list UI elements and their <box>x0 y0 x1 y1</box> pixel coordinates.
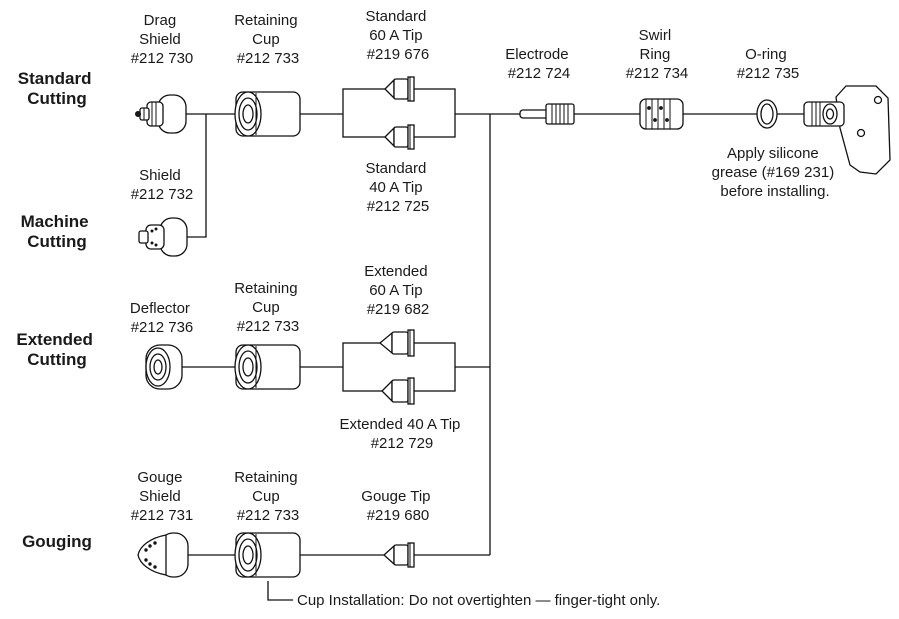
retaining-cup-gouging-part <box>234 532 301 578</box>
label-extended-60a-tip: Extended 60 A Tip #219 682 <box>364 263 432 318</box>
section-gouging: Gouging <box>22 532 92 551</box>
o-ring-part <box>756 99 778 129</box>
label-retaining-cup-extended: Retaining Cup #212 733 <box>234 280 302 335</box>
label-gouge-shield: Gouge Shield #212 731 <box>131 469 194 524</box>
label-retaining-cup-standard: Retaining Cup #212 733 <box>234 12 302 67</box>
drag-shield-part <box>135 94 187 134</box>
label-deflector: Deflector #212 736 <box>130 300 194 336</box>
extended-40a-tip-part <box>381 377 415 405</box>
section-extended-cutting: Extended Cutting <box>16 330 97 369</box>
label-retaining-cup-gouging: Retaining Cup #212 733 <box>234 469 302 524</box>
deflector-part <box>145 344 183 390</box>
label-electrode: Electrode #212 724 <box>505 46 573 82</box>
label-shield: Shield #212 732 <box>131 167 194 203</box>
cup-installation-note: Cup Installation: Do not overtighten — f… <box>297 592 660 609</box>
label-o-ring: O-ring #212 735 <box>737 46 800 82</box>
standard-60a-tip-part <box>384 76 415 102</box>
label-standard-40a-tip: Standard 40 A Tip #212 725 <box>365 160 430 215</box>
gouge-tip-part <box>383 542 415 568</box>
grease-note: Apply silicone grease (#169 231) before … <box>712 145 839 200</box>
standard-40a-tip-part <box>384 124 415 150</box>
extended-60a-tip-part <box>378 329 415 357</box>
torch-head-part <box>803 85 891 175</box>
label-gouge-tip: Gouge Tip #219 680 <box>361 488 434 524</box>
gouge-shield-part <box>137 532 189 578</box>
retaining-cup-standard-part <box>234 91 301 137</box>
swirl-ring-part <box>639 98 684 130</box>
connector-lines <box>182 88 805 601</box>
label-drag-shield: Drag Shield #212 730 <box>131 12 194 67</box>
shield-part <box>138 217 188 257</box>
section-standard-cutting: Standard Cutting <box>18 69 96 108</box>
electrode-part <box>519 103 575 125</box>
label-extended-40a-tip: Extended 40 A Tip #212 729 <box>339 416 464 452</box>
label-standard-60a-tip: Standard 60 A Tip #219 676 <box>365 8 430 63</box>
label-swirl-ring: Swirl Ring #212 734 <box>626 27 689 82</box>
section-machine-cutting: Machine Cutting <box>21 212 94 251</box>
retaining-cup-extended-part <box>234 344 301 390</box>
